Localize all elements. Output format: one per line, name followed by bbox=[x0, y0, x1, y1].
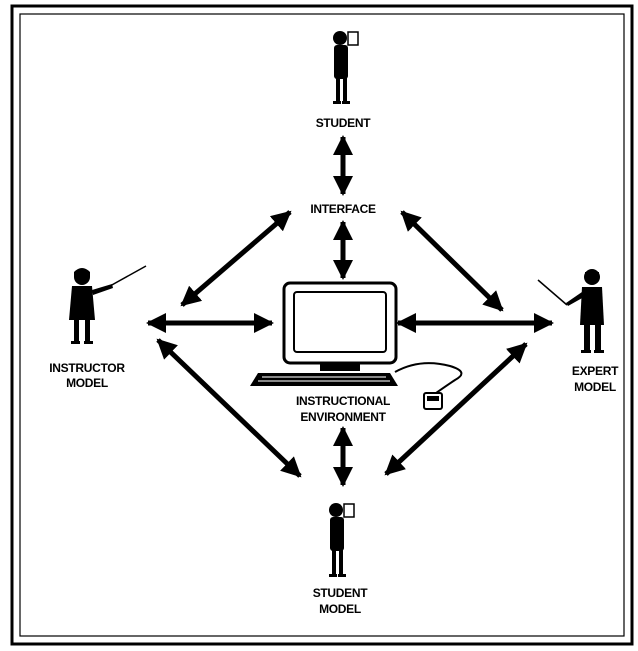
student-label: STUDENT bbox=[316, 116, 372, 130]
expert-label-line2: MODEL bbox=[574, 380, 616, 394]
interface-expert-arrow bbox=[400, 210, 504, 312]
environment-label-line2: ENVIRONMENT bbox=[300, 410, 386, 424]
environment-label-line1: INSTRUCTIONAL bbox=[296, 394, 390, 408]
student-model-label-line2: MODEL bbox=[319, 602, 361, 616]
instructor-label-line2: MODEL bbox=[66, 376, 108, 390]
instructor-label-line1: INSTRUCTOR bbox=[49, 361, 125, 375]
outer-frame bbox=[10, 4, 634, 646]
interface-instructor-arrow bbox=[180, 210, 292, 307]
expert-label-line1: EXPERT bbox=[572, 364, 619, 378]
computer-icon bbox=[250, 281, 463, 410]
expert-figure-icon bbox=[537, 269, 604, 353]
instructor-figure-icon bbox=[69, 265, 147, 344]
student-figure-icon bbox=[333, 31, 359, 104]
interface-label: INTERFACE bbox=[310, 202, 376, 216]
expert-student-model-arrow bbox=[384, 342, 528, 476]
inner-frame bbox=[19, 13, 625, 637]
student-model-figure-icon bbox=[329, 503, 355, 577]
instructor-student-model-arrow bbox=[156, 338, 302, 478]
student-model-label-line1: STUDENT bbox=[313, 586, 369, 600]
